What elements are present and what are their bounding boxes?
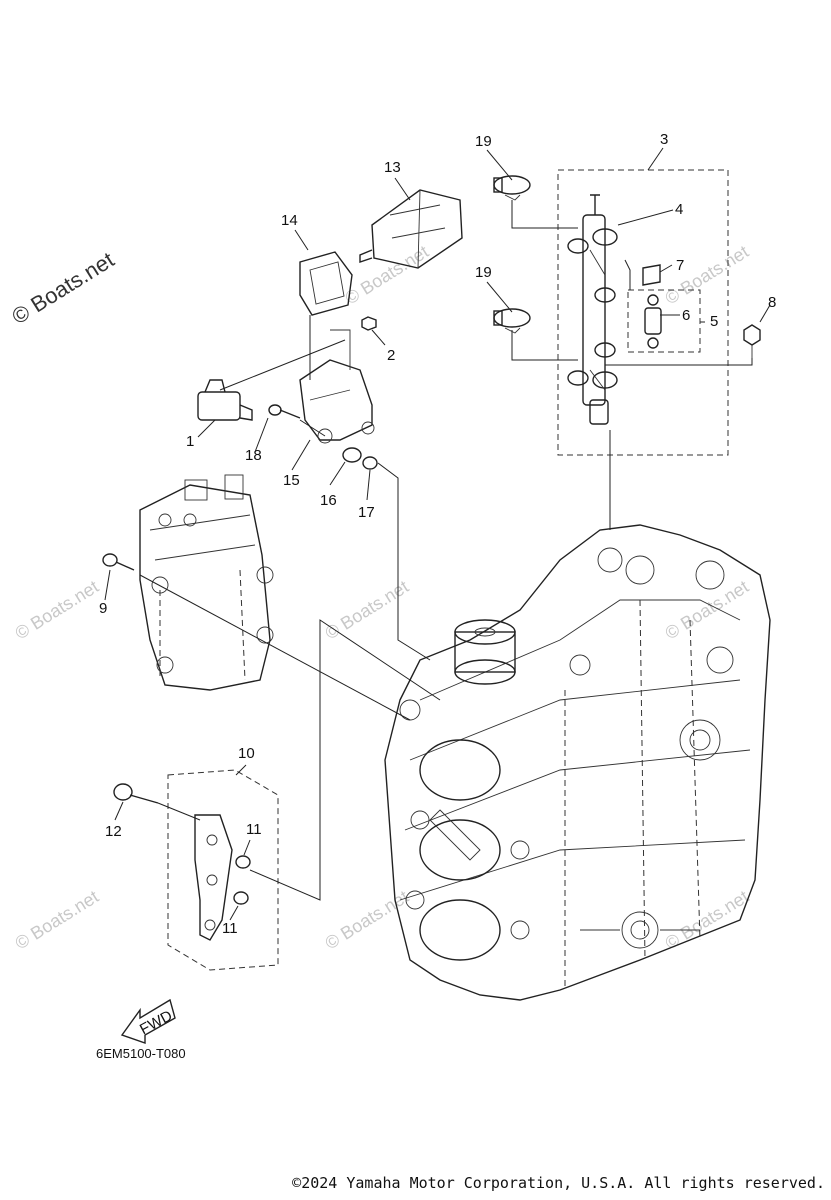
intake-cover [139,474,274,691]
callout-14: 14 [281,212,298,229]
callout-1: 1 [186,433,194,450]
watermark: © Boats.net [322,576,413,643]
diagram-code: 6EM5100-T080 [96,1046,186,1061]
leader-lines [104,147,771,921]
bolt [268,404,301,419]
canister-holder [299,251,353,316]
callout-5: 5 [710,313,718,330]
bolt [113,783,159,804]
callout-3: 3 [660,131,668,148]
callout-4: 4 [675,201,683,218]
nut [361,316,377,331]
callout-13: 13 [384,159,401,176]
callout-6: 6 [682,307,690,324]
rail-assembly [167,769,279,971]
callout-19-upper: 19 [475,133,492,150]
hose-clamp-upper [493,175,531,201]
canister [359,189,463,269]
bolt [102,553,135,571]
callout-2: 2 [387,347,395,364]
callout-12: 12 [105,823,122,840]
callout-18: 18 [245,447,262,464]
grommet [342,447,362,463]
callout-17: 17 [358,504,375,521]
callouts: 1 2 3 4 5 6 7 8 9 10 11 11 12 13 14 15 1… [99,131,776,937]
callout-11-lower: 11 [222,920,238,937]
bracket [299,329,375,444]
watermark: © Boats.net [662,576,753,643]
callout-9: 9 [99,600,107,617]
callout-7: 7 [676,257,684,274]
watermark: © Boats.net [322,886,413,953]
watermark: © Boats.net [12,576,103,643]
collar [362,456,378,470]
copyright-notice: ©2024 Yamaha Motor Corporation, U.S.A. A… [292,1174,825,1192]
fuel-rail-assembly [557,169,761,456]
callout-8: 8 [768,294,776,311]
callout-15: 15 [283,472,300,489]
fwd-label: FWD [137,1007,175,1038]
hose-clamp-lower [493,308,531,334]
cylinder-block [384,524,771,1001]
callout-16: 16 [320,492,337,509]
solenoid-valve [197,379,253,421]
callout-10: 10 [238,745,255,762]
callout-19-lower: 19 [475,264,492,281]
watermark: © Boats.net [662,241,753,308]
watermark-main: © Boats.net [7,247,118,329]
fwd-arrow-icon: FWD [120,998,176,1044]
callout-11-upper: 11 [246,821,262,838]
watermark: © Boats.net [12,886,103,953]
